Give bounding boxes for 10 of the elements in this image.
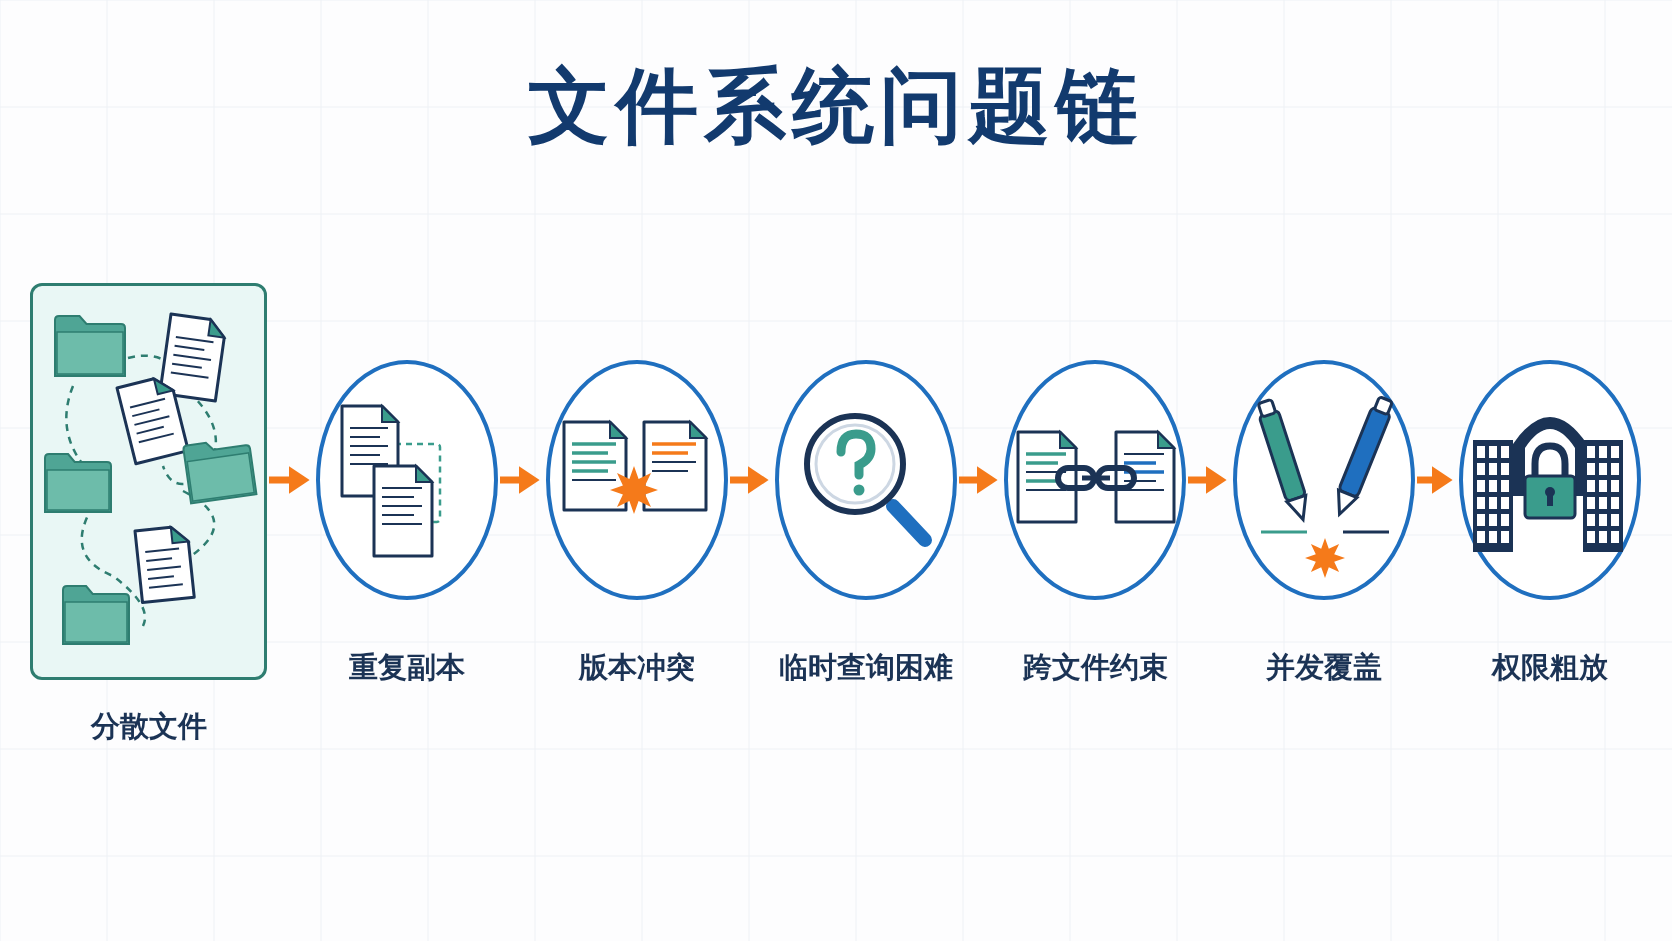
step-label: 临时查询困难	[778, 649, 954, 686]
step-label: 并发覆盖	[1265, 649, 1383, 686]
step-label: 重复副本	[348, 649, 466, 686]
arrow	[269, 466, 310, 494]
step-label: 分散文件	[89, 708, 208, 745]
title: 文件系统问题链	[527, 57, 1145, 155]
arrow	[1417, 466, 1453, 494]
step-label: 跨文件约束	[1021, 649, 1169, 686]
step-label: 版本冲突	[577, 649, 696, 686]
step-label: 权限粗放	[1490, 649, 1609, 686]
